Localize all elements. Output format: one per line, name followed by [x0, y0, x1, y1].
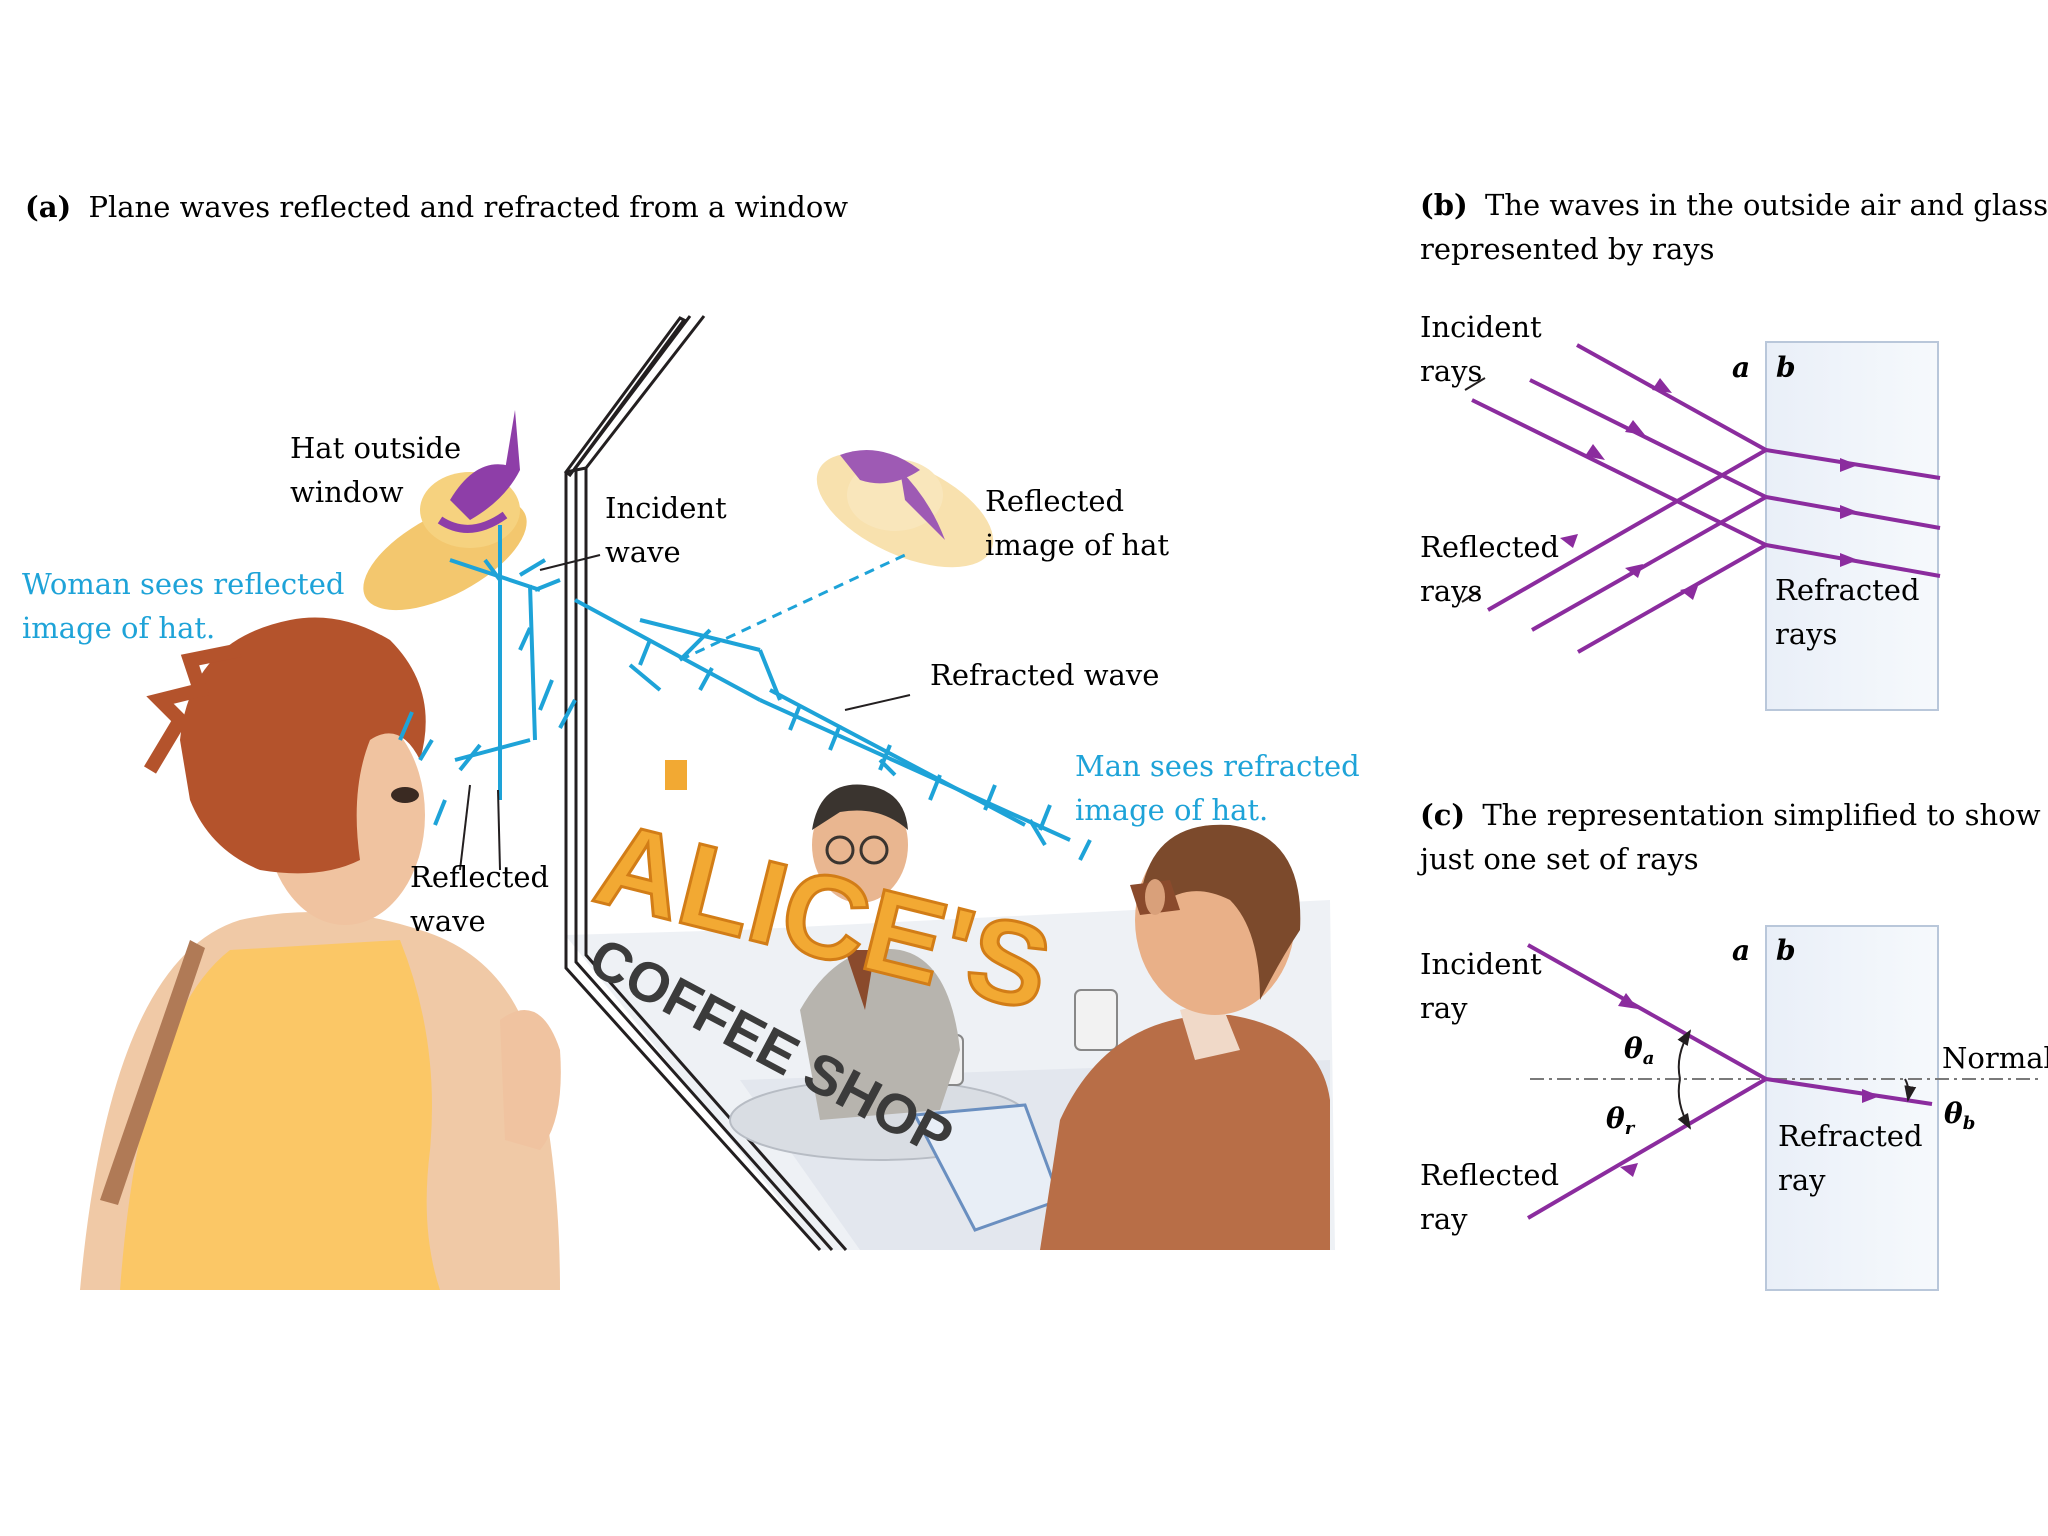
dashed-reflection-line: [680, 555, 905, 660]
woman: [80, 618, 561, 1291]
label-c-a: a: [1732, 934, 1750, 967]
panel-c: (c) The representation simplified to sho…: [1417, 798, 2048, 1290]
label-c-b: b: [1776, 934, 1796, 967]
label-reflected-image-hat: Reflected image of hat: [985, 484, 1169, 562]
incident-ray-2: [1530, 380, 1766, 497]
coffee-cup-right: [1075, 990, 1117, 1050]
theta-a: θa: [1624, 1032, 1654, 1069]
wave-lines: [400, 525, 1090, 860]
panel-b-caption: (b) The waves in the outside air and gla…: [1420, 188, 2048, 266]
panel-c-letter: (c): [1420, 798, 1465, 832]
label-incident-rays: Incident rays: [1420, 310, 1551, 388]
theta-r: θr: [1606, 1102, 1636, 1139]
sign-top-mark: [665, 760, 687, 790]
glass-slab-b: [1766, 342, 1938, 710]
label-reflected-rays: Reflected rays: [1420, 530, 1568, 608]
panel-a: (a) Plane waves reflected and refracted …: [22, 190, 1369, 1290]
theta-b: θb: [1944, 1097, 1975, 1134]
panel-b: (b) The waves in the outside air and gla…: [1420, 188, 2048, 710]
label-b-a: a: [1732, 351, 1750, 384]
panel-a-caption-text: Plane waves reflected and refracted from…: [88, 190, 848, 224]
label-incident-wave: Incident wave: [605, 491, 736, 569]
label-reflected-wave: Reflected wave: [410, 860, 558, 938]
glass-slab-c: [1766, 926, 1938, 1290]
label-refracted-wave: Refracted wave: [930, 658, 1159, 692]
panel-b-letter: (b): [1420, 188, 1468, 222]
panel-a-letter: (a): [25, 190, 71, 224]
reflected-ray-c: [1528, 1079, 1766, 1218]
label-man-sees: Man sees refracted image of hat.: [1075, 749, 1369, 827]
label-reflected-ray: Reflected ray: [1420, 1158, 1568, 1236]
hat-reflected-image: [800, 429, 1010, 591]
panel-a-caption: (a) Plane waves reflected and refracted …: [25, 190, 848, 224]
label-incident-ray: Incident ray: [1420, 947, 1551, 1025]
reflected-ray-3: [1578, 545, 1766, 652]
label-b-b: b: [1776, 351, 1796, 384]
panel-c-caption: (c) The representation simplified to sho…: [1417, 798, 2048, 876]
label-normal: Normal: [1942, 1041, 2048, 1075]
